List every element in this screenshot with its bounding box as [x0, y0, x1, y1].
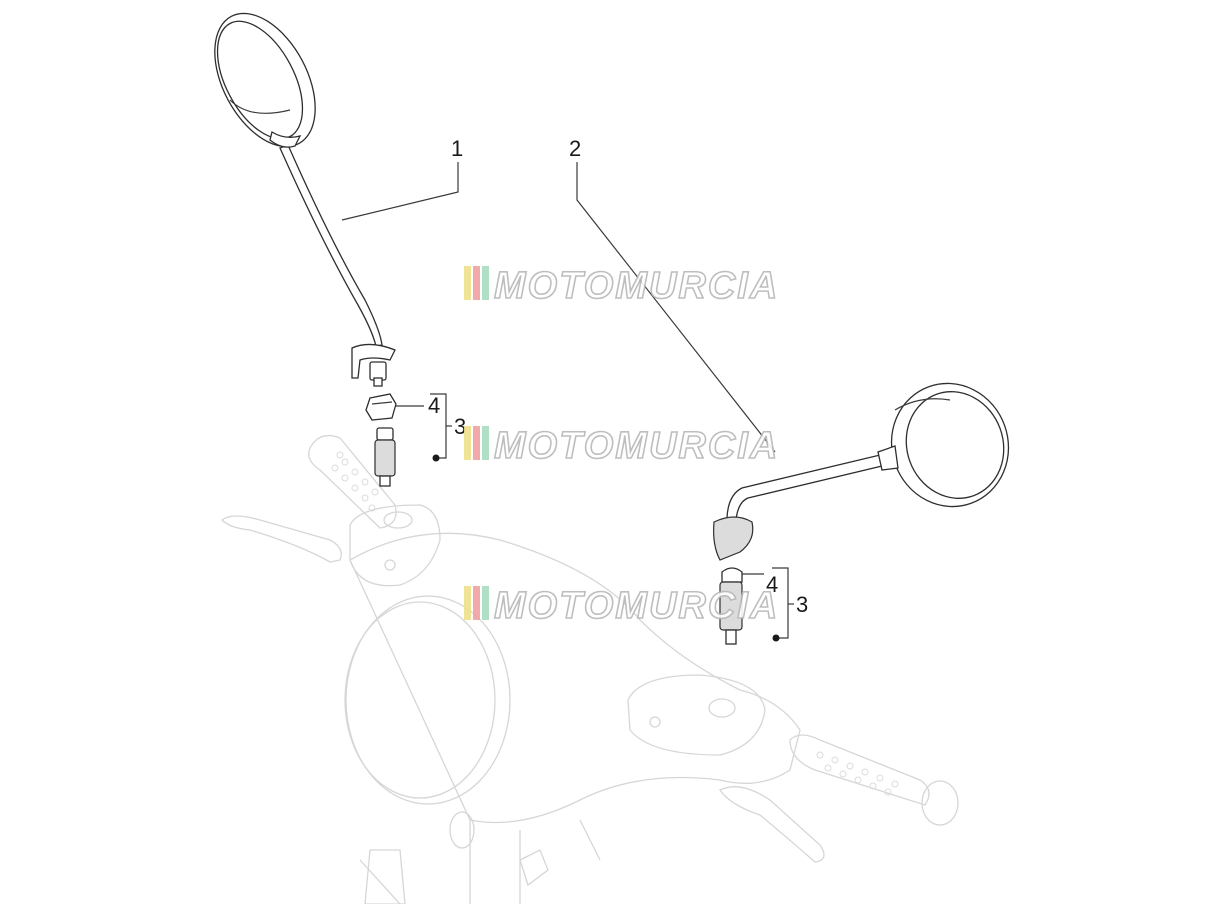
- nut-left: [365, 393, 397, 421]
- nut-right: [721, 567, 743, 583]
- handlebar-body: [349, 532, 801, 824]
- watermark-text: MOTOMURCIA: [494, 265, 779, 307]
- left-grip: [308, 434, 397, 529]
- watermark-stripe-yellow: [464, 266, 471, 300]
- left-mount-block: [349, 504, 441, 587]
- left-mount-hole: [383, 511, 413, 529]
- watermark-text: MOTOMURCIA: [494, 425, 779, 467]
- cable-guide: [449, 811, 475, 849]
- mirror-right-boot: [713, 516, 754, 561]
- watermark-2: MOTOMURCIA: [464, 424, 779, 468]
- headlight-rim: [345, 595, 511, 805]
- watermark-stripe-red: [473, 426, 480, 460]
- leader-2: [576, 162, 776, 453]
- mirror-left-boot: [351, 343, 396, 379]
- callout-kit-left: 3: [454, 414, 466, 439]
- watermark-stripe-red: [473, 266, 480, 300]
- bracket-3-right: [772, 567, 789, 639]
- handlebar-background: [221, 434, 959, 904]
- left-grip-texture: [331, 451, 379, 512]
- right-grip: [789, 734, 930, 806]
- bracket-3-right-dot: [772, 634, 780, 642]
- mirror-left-glass-curve: [229, 99, 291, 114]
- headlight: [344, 601, 496, 799]
- right-brake-lever: [719, 786, 825, 863]
- leader-1: [341, 162, 459, 221]
- adaptor-right: [719, 567, 743, 645]
- right-bar-end: [921, 780, 959, 826]
- mirror-right-glass: [905, 391, 1005, 499]
- watermark-stripe-yellow: [464, 426, 471, 460]
- watermark-stripe-green: [482, 266, 489, 300]
- watermark-stripe-green: [482, 586, 489, 620]
- callout-mirror-left: 1: [451, 136, 463, 161]
- leader-lines: [341, 162, 794, 642]
- lower-bracket: [364, 849, 406, 904]
- left-brake-lever: [221, 515, 342, 563]
- lower-clip: [519, 849, 549, 887]
- watermark-1: MOTOMURCIA: [464, 264, 779, 308]
- right-mount-screw: [649, 716, 661, 728]
- watermark-3: MOTOMURCIA: [464, 584, 779, 628]
- left-mount-screw: [384, 559, 396, 571]
- mirror-left: [214, 12, 396, 387]
- mirror-left-neck: [269, 130, 302, 148]
- callout-kit-right: 3: [796, 592, 808, 617]
- mirror-left-glass: [216, 20, 304, 140]
- callout-nut-right: 4: [766, 572, 778, 597]
- watermark-stripe-green: [482, 426, 489, 460]
- mirror-left-stud: [369, 361, 387, 381]
- mirror-right-neck: [877, 445, 899, 471]
- mirror-right: [713, 382, 1010, 561]
- mirror-right-glass-curve: [894, 398, 951, 411]
- right-mount-hole: [708, 698, 736, 718]
- mirror-left-stud-tip: [373, 377, 383, 387]
- callout-nut-left: 4: [428, 393, 440, 418]
- bracket-3-left-dot: [432, 454, 440, 462]
- adaptor-left: [374, 427, 396, 487]
- watermark-text: MOTOMURCIA: [494, 585, 779, 627]
- watermark-stripe-yellow: [464, 586, 471, 620]
- right-grip-texture: [816, 751, 899, 796]
- steering-column: [359, 819, 601, 904]
- callout-mirror-right: 2: [569, 136, 581, 161]
- mirror-left-arm: [279, 144, 383, 347]
- right-mount-block: [627, 674, 766, 756]
- watermark-stripe-red: [473, 586, 480, 620]
